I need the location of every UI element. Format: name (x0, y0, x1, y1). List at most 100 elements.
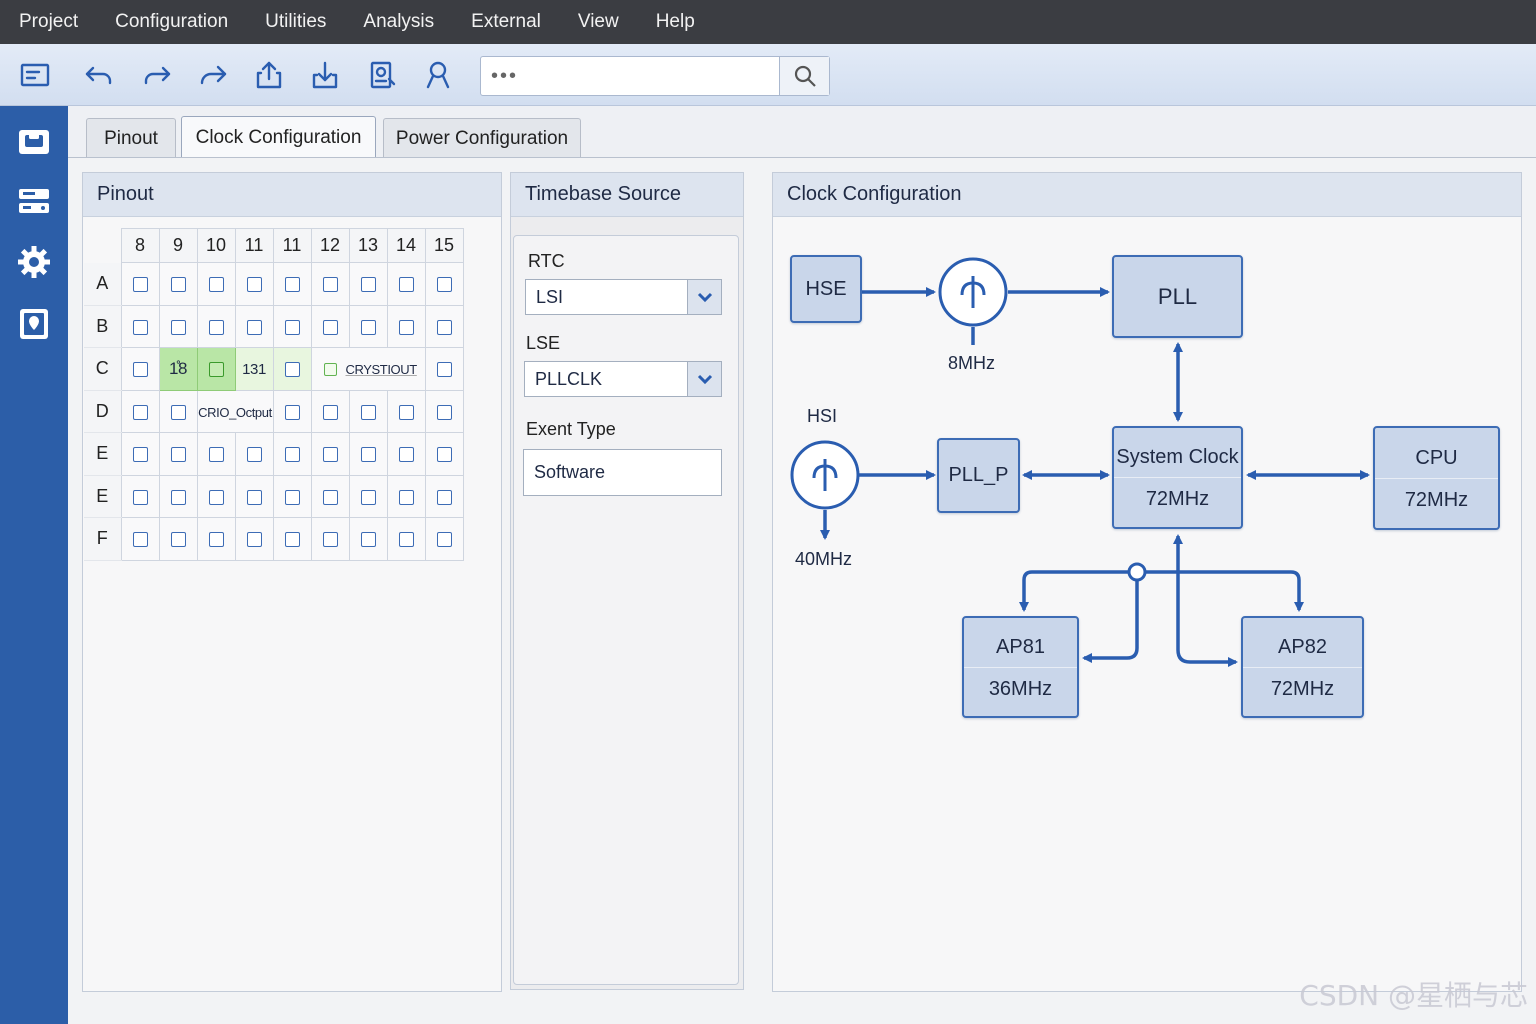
pin-checkbox[interactable] (132, 489, 148, 505)
pin-checkbox[interactable] (360, 404, 376, 420)
pin-checkbox[interactable] (322, 447, 338, 462)
chevron-down-icon[interactable] (687, 280, 721, 314)
pin-checkbox[interactable] (284, 404, 300, 420)
redo-icon[interactable] (138, 56, 176, 94)
pin-checkbox[interactable] (132, 532, 148, 547)
pin-checkbox[interactable] (436, 489, 452, 505)
pin-checkbox[interactable] (360, 447, 376, 462)
pin-checkbox[interactable] (322, 319, 338, 335)
system-clock-block[interactable]: System Clock 72MHz (1112, 426, 1243, 529)
lse-select[interactable]: PLLCLK (524, 361, 722, 397)
tab-clock-configuration[interactable]: Clock Configuration (181, 116, 376, 158)
menu-help[interactable]: Help (655, 11, 695, 32)
pin-checkbox[interactable] (246, 532, 262, 547)
pin-checkbox[interactable] (170, 404, 186, 420)
chevron-down-icon[interactable] (687, 362, 721, 396)
pin-checkbox[interactable] (170, 319, 186, 335)
pin-checkbox[interactable] (436, 404, 452, 420)
apb2-block[interactable]: AP82 72MHz (1241, 616, 1364, 718)
pin-checkbox[interactable] (398, 319, 414, 335)
pin-checkbox[interactable] (170, 447, 186, 462)
hse-block[interactable]: HSE (790, 255, 862, 323)
report-icon[interactable] (364, 56, 402, 94)
pin-checkbox[interactable] (246, 277, 262, 292)
pin-checkbox[interactable] (170, 277, 186, 292)
rtc-select[interactable]: LSI (525, 279, 722, 315)
pin-checkbox[interactable] (284, 489, 300, 505)
cpu-block[interactable]: CPU 72MHz (1373, 426, 1500, 530)
pin-checkbox[interactable] (284, 319, 300, 335)
pin-checkbox[interactable] (246, 319, 262, 335)
pin-crystal-cell[interactable]: CRYSTIOUT (310, 347, 426, 391)
pin-checkbox[interactable] (132, 277, 148, 292)
pin-checkbox[interactable] (322, 277, 338, 292)
pin-checkbox[interactable] (398, 532, 414, 547)
pin-checkbox-assigned[interactable] (208, 362, 224, 377)
pin-checkbox[interactable] (436, 277, 452, 292)
pin-checkbox[interactable] (132, 319, 148, 335)
user-icon[interactable] (419, 56, 457, 94)
pin-checkbox[interactable] (208, 277, 224, 292)
undo-icon[interactable] (80, 56, 118, 94)
pin-checkbox[interactable] (398, 447, 414, 462)
document-icon[interactable] (16, 56, 54, 94)
pin-checkbox[interactable] (398, 489, 414, 505)
pin-checkbox[interactable] (360, 319, 376, 335)
gear-icon[interactable] (14, 242, 54, 282)
pin-checkbox[interactable] (436, 532, 452, 547)
menu-view[interactable]: View (577, 11, 619, 32)
pll-block[interactable]: PLL (1112, 255, 1243, 338)
pin-checkbox[interactable] (132, 447, 148, 462)
pin-checkbox[interactable] (284, 362, 300, 377)
pin-checkbox[interactable] (322, 532, 338, 547)
pin-checkbox[interactable] (208, 447, 224, 462)
pin-assigned[interactable]: 1̊8 (158, 347, 198, 391)
pin-checkbox[interactable] (284, 532, 300, 547)
pin-checkbox[interactable] (322, 404, 338, 420)
event-type-field[interactable]: Software (523, 449, 722, 496)
download-icon[interactable] (306, 56, 344, 94)
pin-output-cell[interactable]: CRIO_Octput (196, 389, 274, 433)
pin-checkbox[interactable] (436, 362, 452, 377)
pin-checkbox[interactable] (284, 277, 300, 292)
menu-external[interactable]: External (471, 11, 541, 32)
menu-utilities[interactable]: Utilities (265, 11, 327, 32)
pin-checkbox[interactable] (360, 532, 376, 547)
pin-checkbox[interactable] (132, 362, 148, 377)
upload-icon[interactable] (250, 56, 288, 94)
menu-project[interactable]: Project (19, 11, 79, 32)
tab-pinout[interactable]: Pinout (86, 118, 176, 158)
pin-checkbox[interactable] (398, 404, 414, 420)
chip-icon[interactable] (14, 122, 54, 162)
tab-power-configuration[interactable]: Power Configuration (383, 118, 581, 158)
pin-assigned[interactable]: 131 (234, 347, 274, 391)
pin-checkbox[interactable] (246, 489, 262, 505)
search-input[interactable] (491, 62, 771, 90)
pin-checkbox[interactable] (170, 532, 186, 547)
map-icon[interactable] (14, 304, 54, 344)
menu-configuration[interactable]: Configuration (115, 11, 229, 32)
apb1-block[interactable]: AP81 36MHz (962, 616, 1079, 718)
pin-checkbox[interactable] (208, 532, 224, 547)
pin-checkbox[interactable] (208, 319, 224, 335)
pin-checkbox[interactable] (398, 277, 414, 292)
menu-analysis[interactable]: Analysis (363, 11, 435, 32)
search-button[interactable] (779, 57, 829, 95)
pin-checkbox[interactable] (323, 363, 337, 376)
pll-p-block[interactable]: PLL_P (937, 438, 1020, 513)
col-header: 12 (310, 228, 350, 263)
pin-checkbox[interactable] (360, 489, 376, 505)
pin-checkbox[interactable] (436, 447, 452, 462)
pin-checkbox[interactable] (132, 404, 148, 420)
pin-checkbox[interactable] (360, 277, 376, 292)
pin-checkbox[interactable] (208, 489, 224, 505)
pin-checkbox[interactable] (246, 447, 262, 462)
cpu-frequency: 72MHz (1404, 488, 1469, 511)
peripherals-icon[interactable] (14, 182, 54, 222)
forward-icon[interactable] (194, 56, 232, 94)
pin-checkbox[interactable] (322, 489, 338, 505)
menu-bar: Project Configuration Utilities Analysis… (0, 0, 1536, 44)
pin-checkbox[interactable] (436, 319, 452, 335)
pin-checkbox[interactable] (170, 489, 186, 505)
pin-checkbox[interactable] (284, 447, 300, 462)
